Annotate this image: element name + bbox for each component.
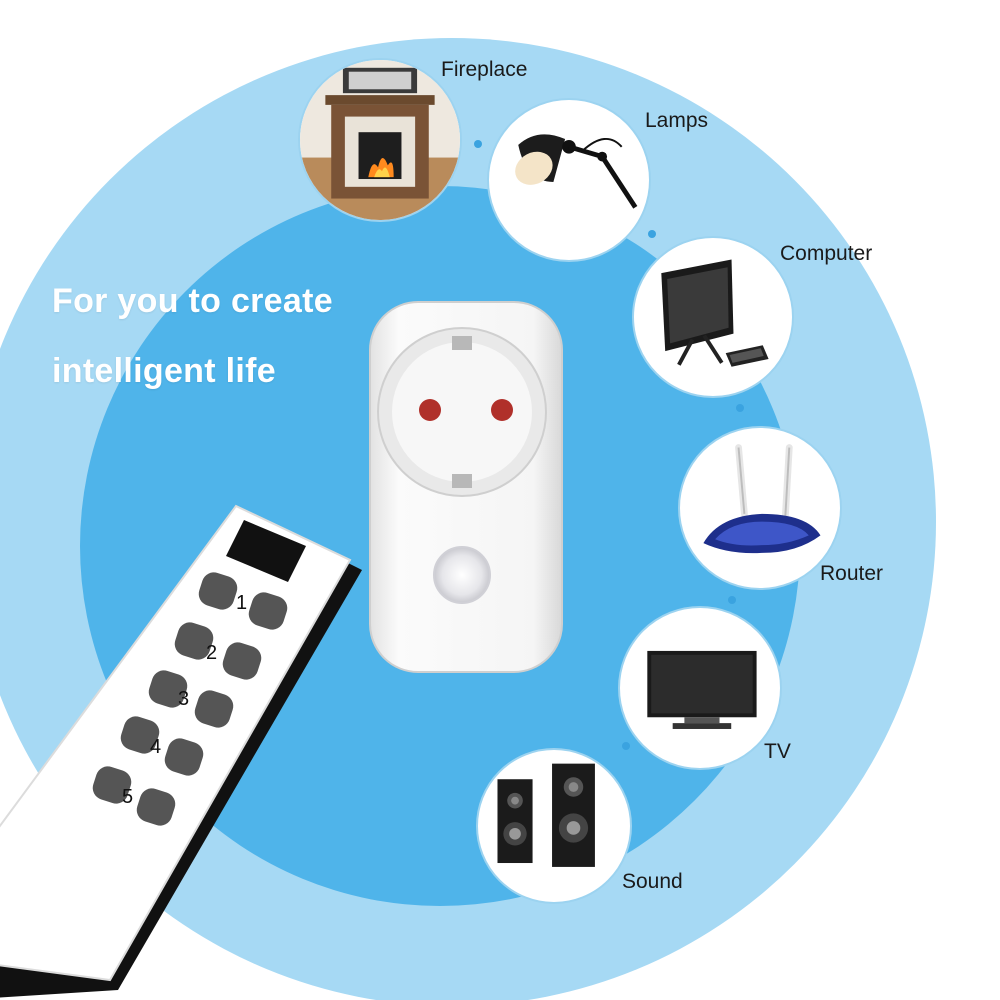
device-label-router: Router bbox=[820, 562, 884, 585]
computer-icon bbox=[661, 259, 769, 367]
remote-button-label-5: 5 bbox=[122, 786, 134, 808]
fireplace-icon bbox=[300, 60, 460, 220]
device-label-fireplace: Fireplace bbox=[441, 58, 528, 81]
connector-dot bbox=[648, 230, 656, 238]
device-bubble-fireplace bbox=[298, 58, 462, 222]
speaker-icon bbox=[497, 763, 595, 867]
connector-dot bbox=[736, 404, 744, 412]
remote-button-grid bbox=[92, 572, 288, 826]
remote-button-label-2: 2 bbox=[206, 642, 218, 664]
remote-button-label-3: 3 bbox=[178, 688, 190, 710]
connector-dot bbox=[474, 140, 482, 148]
device-label-computer: Computer bbox=[780, 242, 873, 265]
device-bubble-router bbox=[678, 426, 842, 590]
device-bubble-sound bbox=[476, 748, 632, 904]
device-bubble-lamps bbox=[487, 98, 651, 262]
device-bubble-computer bbox=[632, 236, 794, 398]
device-bubble-tv bbox=[618, 606, 782, 770]
headline-line-1: For you to create bbox=[52, 282, 333, 320]
connector-dot bbox=[622, 742, 630, 750]
device-label-tv: TV bbox=[764, 740, 791, 763]
lamp-icon bbox=[515, 134, 638, 209]
remote-led-window bbox=[226, 520, 306, 582]
remote-button-label-1: 1 bbox=[236, 592, 248, 614]
device-label-sound: Sound bbox=[622, 870, 683, 893]
connector-dot bbox=[728, 596, 736, 604]
remote-button-label-4: 4 bbox=[150, 736, 162, 758]
headline-line-2: intelligent life bbox=[52, 352, 276, 390]
device-label-lamps: Lamps bbox=[645, 109, 709, 132]
router-icon bbox=[703, 444, 821, 554]
tv-icon bbox=[647, 650, 757, 729]
